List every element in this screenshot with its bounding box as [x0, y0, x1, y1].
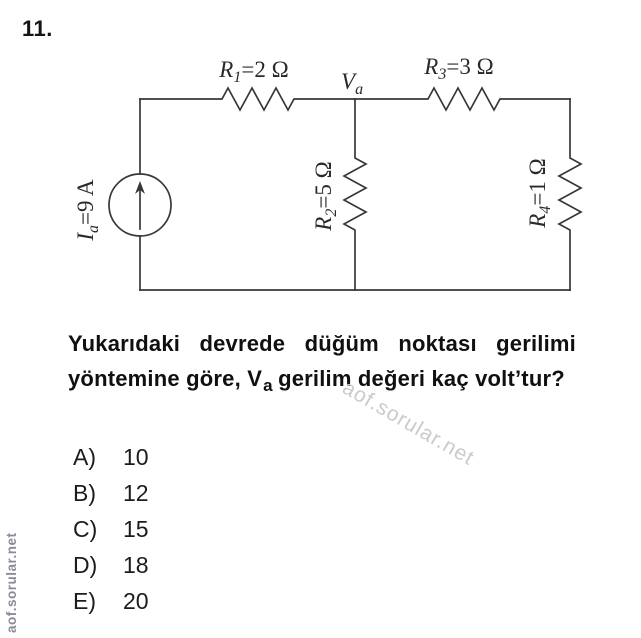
r1-label: R1=2 Ω — [218, 57, 288, 86]
question-text: Yukarıdaki devrede düğüm noktası gerilim… — [68, 326, 576, 398]
current-source-label: Ia=9 A — [73, 179, 102, 242]
option-c: C) 15 — [73, 516, 149, 552]
option-e-value: 20 — [123, 588, 149, 614]
r4-label: R4=1 Ω — [525, 158, 554, 228]
option-a-value: 10 — [123, 444, 149, 470]
va-node-label: Va — [341, 69, 363, 98]
question-text-after-va: gerilim değeri kaç volt’tur? — [271, 366, 565, 391]
va-subscript: a — [263, 376, 273, 395]
r2-label: R2=5 Ω — [311, 161, 340, 231]
va-symbol: V — [247, 366, 263, 391]
option-c-letter: C) — [73, 516, 98, 542]
option-a-letter: A) — [73, 444, 96, 470]
option-b-letter: B) — [73, 480, 96, 506]
r3-label: R3=3 Ω — [423, 54, 493, 83]
answer-options: A) 10 B) 12 C) 15 D) 18 E) 20 — [73, 444, 149, 624]
wire-middle-r2-zigzag — [342, 98, 368, 291]
question-text-before-va: Yukarıdaki devrede düğüm noktası gerilim… — [68, 331, 576, 391]
option-e: E) 20 — [73, 588, 149, 624]
wire-top-r3-zigzag — [354, 86, 571, 112]
option-c-value: 15 — [123, 516, 149, 542]
option-d-value: 18 — [123, 552, 149, 578]
wire-top-r1-zigzag — [139, 86, 356, 112]
option-d: D) 18 — [73, 552, 149, 588]
question-number: 11. — [22, 16, 53, 41]
option-d-letter: D) — [73, 552, 98, 578]
option-b-value: 12 — [123, 480, 149, 506]
watermark-vertical-left: aof.sorular.net — [4, 532, 19, 633]
wire-right-r4-zigzag — [557, 98, 583, 291]
option-a: A) 10 — [73, 444, 149, 480]
option-e-letter: E) — [73, 588, 96, 614]
circuit-diagram: R1=2 Ω R3=3 Ω Va Ia=9 A R2=5 Ω R4=1 Ω — [73, 54, 583, 291]
option-b: B) 12 — [73, 480, 149, 516]
current-arrow-head — [135, 181, 145, 194]
